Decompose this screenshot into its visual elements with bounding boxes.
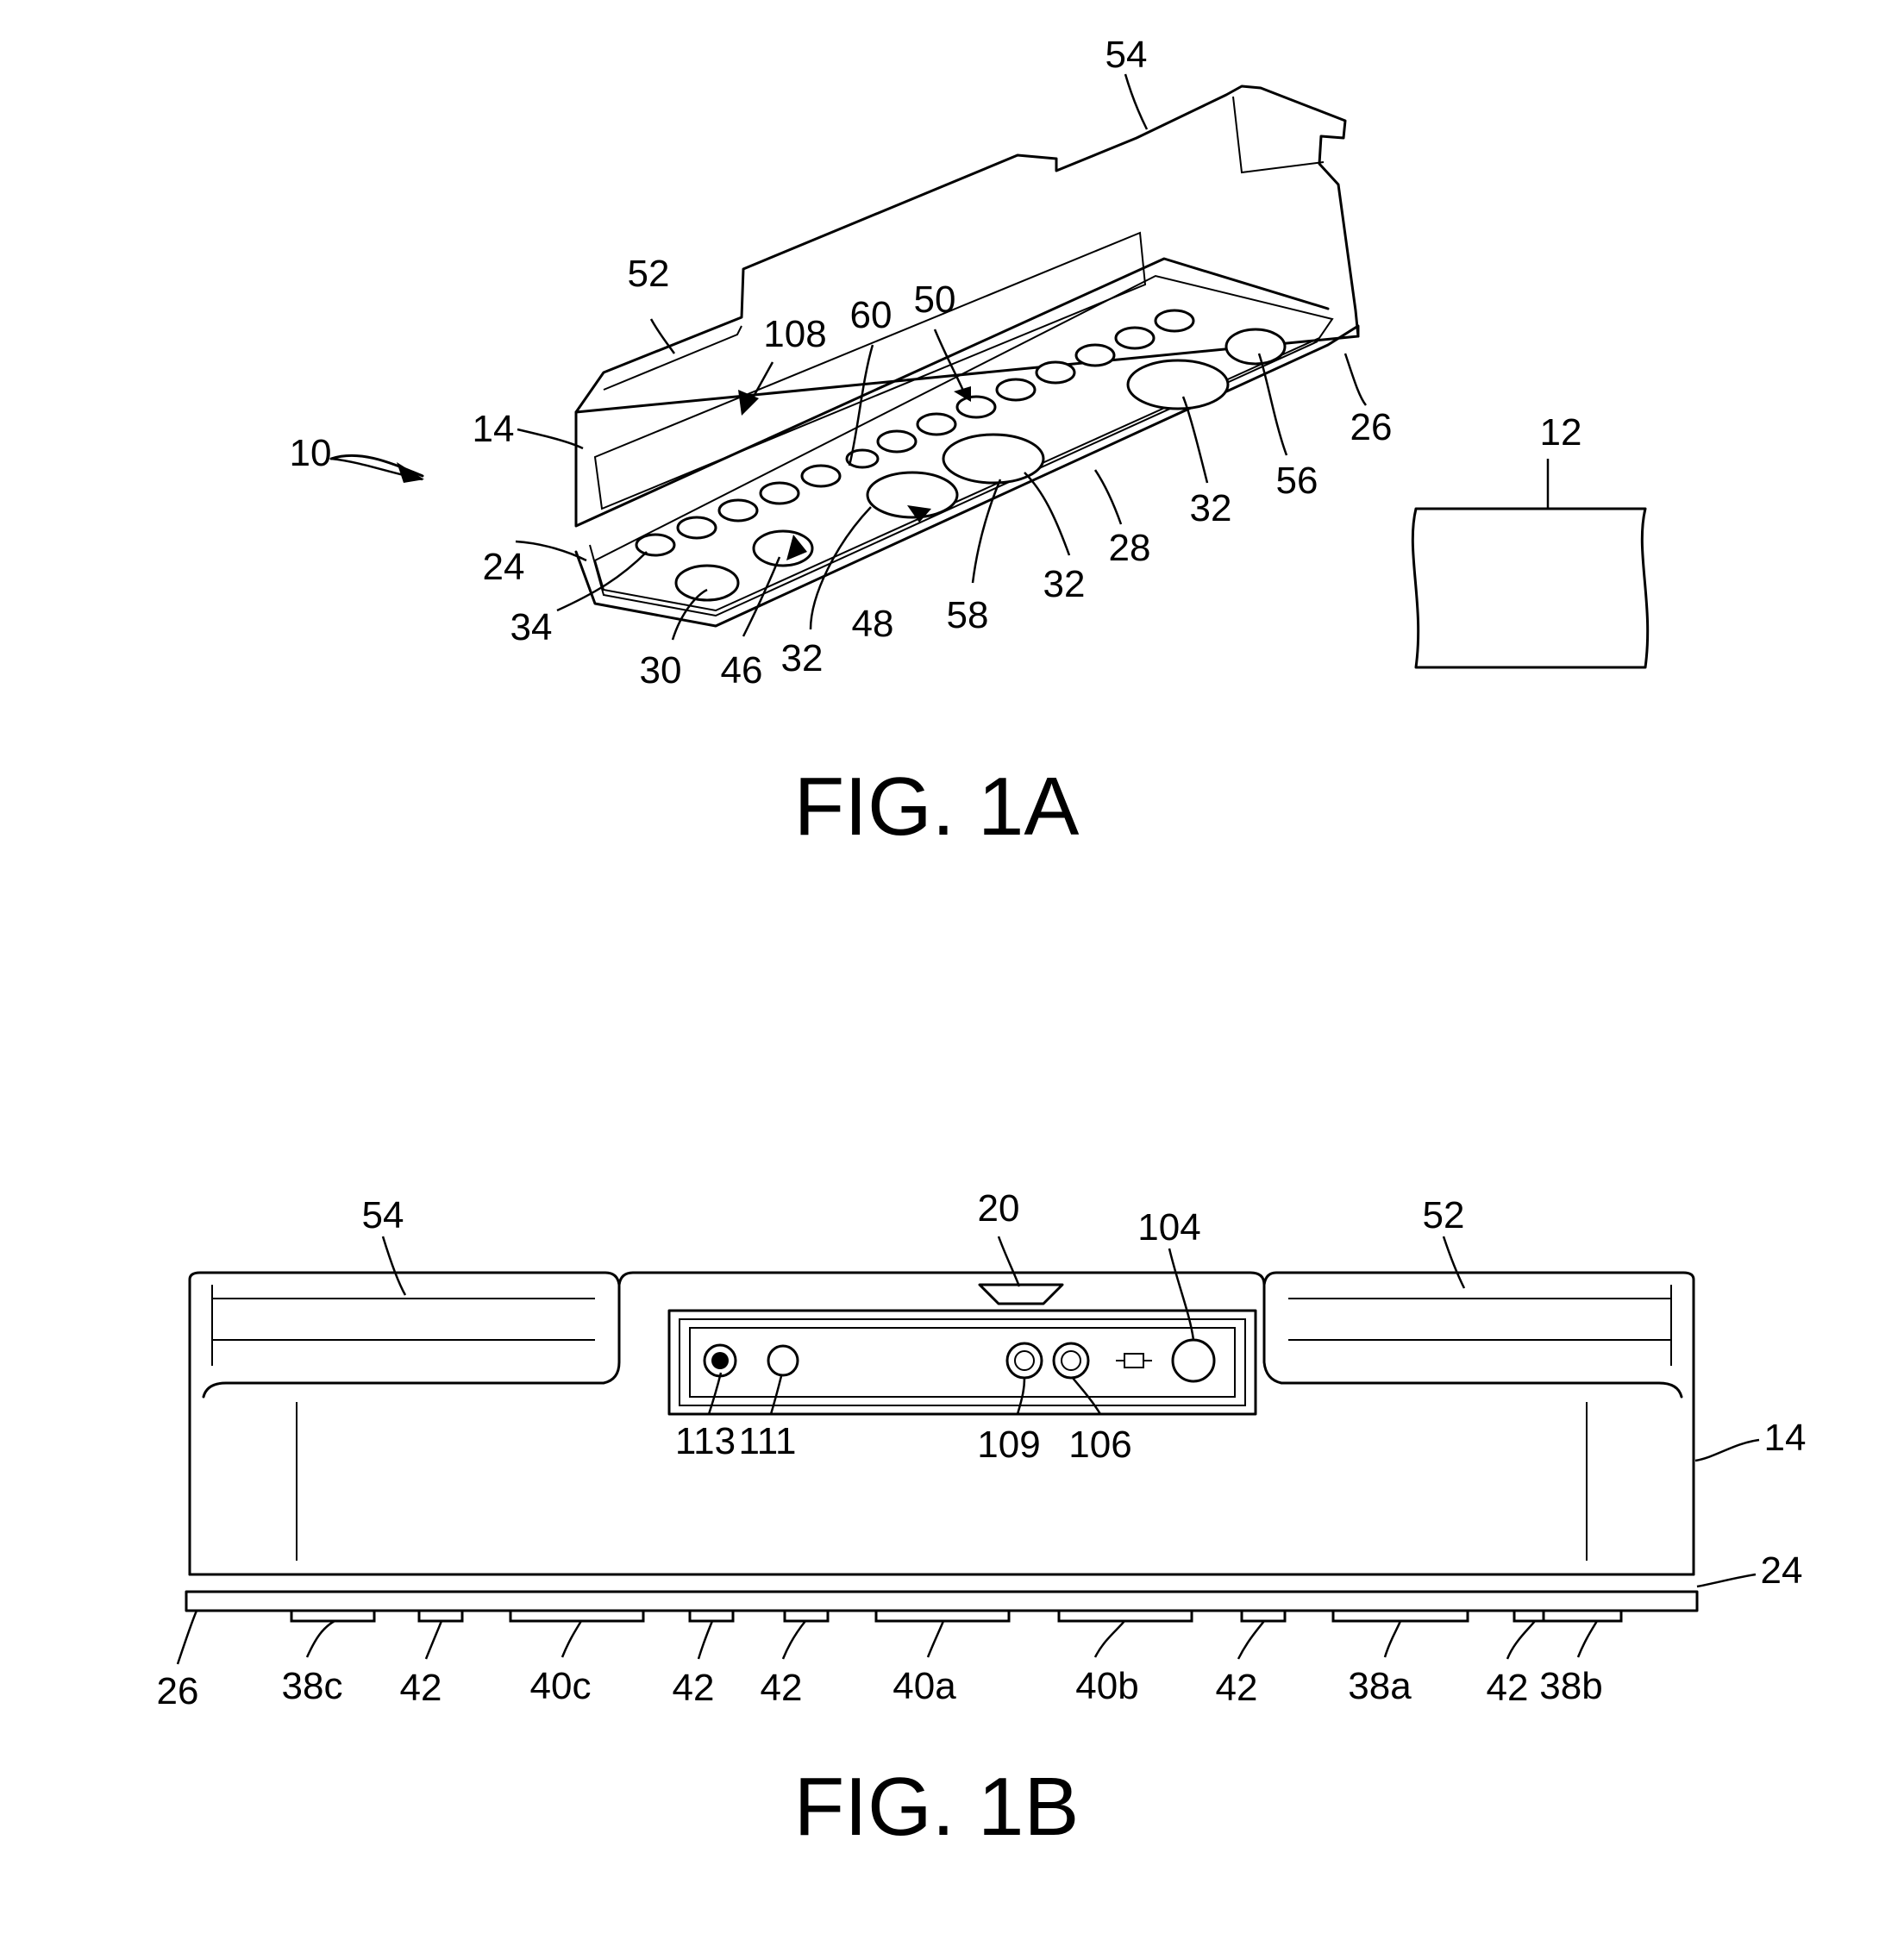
bottom-ports (291, 1611, 1621, 1621)
figure-caption: FIG. 1A (794, 760, 1080, 853)
ref-label: 52 (628, 253, 670, 295)
ref-label: 24 (1761, 1549, 1803, 1592)
ref-label: 46 (721, 649, 763, 692)
arrow-10-head (397, 462, 424, 483)
fig-1b-side-labels: 14 24 (1761, 1417, 1807, 1592)
port-38c (291, 1611, 374, 1621)
ref-label: 48 (852, 603, 894, 645)
port-40c (510, 1611, 643, 1621)
ref-label: 40b (1075, 1665, 1138, 1707)
ref-label: 60 (850, 294, 892, 336)
ref-label: 42 (761, 1667, 803, 1709)
ref-label: 14 (473, 408, 515, 450)
connector-109 (1007, 1343, 1042, 1378)
fig-1b-leader-lines (178, 1236, 1759, 1664)
port-42 (419, 1611, 462, 1621)
ref-label: 50 (914, 279, 956, 321)
ref-label: 111 (739, 1420, 797, 1462)
port-42 (1242, 1611, 1285, 1621)
port-42 (690, 1611, 733, 1621)
ref-label: 52 (1423, 1194, 1465, 1236)
ref-label: 38c (282, 1665, 343, 1707)
handle-notch (980, 1285, 1062, 1304)
connector-113-core (711, 1352, 729, 1369)
ref-label: 108 (763, 313, 826, 355)
ref-label: 32 (1190, 487, 1232, 529)
housing-top-edge (619, 1273, 1264, 1285)
ref-label: 20 (978, 1187, 1020, 1230)
indicator-111 (768, 1346, 798, 1375)
top-panel-lines (212, 1285, 1671, 1366)
connector-106 (1054, 1343, 1088, 1378)
ref-label: 42 (1487, 1667, 1529, 1709)
ref-label: 109 (977, 1424, 1040, 1466)
panel-connectors (705, 1340, 1214, 1381)
ref-label: 42 (400, 1667, 442, 1709)
ref-label: 40a (892, 1665, 956, 1707)
fuse-symbol-icon (1124, 1354, 1143, 1368)
port-38a (1333, 1611, 1468, 1621)
ref-label: 38b (1539, 1665, 1602, 1707)
ref-label: 10 (290, 432, 332, 474)
ref-label: 24 (483, 546, 525, 588)
ref-label: 113 (675, 1420, 736, 1462)
ref-label: 58 (947, 594, 989, 636)
fig-1b-panel-labels: 113 111 109 106 (675, 1420, 1132, 1466)
ref-label: 42 (673, 1667, 715, 1709)
fig-1b-bottom-labels: 26 38c 42 40c 42 42 40a 40b 42 38a 42 38… (157, 1665, 1603, 1712)
connector-panel-face (690, 1328, 1235, 1397)
ref-label: 12 (1540, 411, 1582, 454)
ref-label: 42 (1216, 1667, 1258, 1709)
fig-1b-top-labels: 54 20 104 52 (362, 1187, 1465, 1249)
housing-front-view (190, 1273, 1694, 1574)
connector-panel (669, 1311, 1256, 1414)
connector-panel-inner (680, 1319, 1245, 1405)
ridge-52 (604, 326, 742, 390)
ref-label: 54 (1105, 34, 1148, 76)
fig-1b: 54 20 104 52 113 111 109 106 14 24 26 38… (157, 1187, 1807, 1853)
connector-104 (1173, 1340, 1214, 1381)
ref-label: 54 (362, 1194, 404, 1236)
bottom-rim (186, 1592, 1697, 1611)
ref-label: 32 (1043, 563, 1086, 605)
ref-label: 28 (1109, 527, 1151, 569)
component-12 (1412, 509, 1647, 667)
ref-label: 56 (1276, 460, 1318, 502)
port-38b (1544, 1611, 1621, 1621)
port-40b (1059, 1611, 1192, 1621)
ref-label: 104 (1137, 1206, 1200, 1249)
ref-label: 106 (1068, 1424, 1131, 1466)
port-40a (876, 1611, 1009, 1621)
ref-label: 30 (640, 649, 682, 692)
figure-caption: FIG. 1B (794, 1761, 1080, 1853)
ref-label: 34 (510, 606, 553, 648)
ref-label: 38a (1348, 1665, 1412, 1707)
fig-1a: 54 52 108 60 50 14 10 26 12 24 28 32 56 … (290, 34, 1648, 853)
ref-label: 14 (1764, 1417, 1807, 1459)
ref-label: 26 (1350, 406, 1393, 448)
housing-back-wall (576, 86, 1358, 412)
ref-label: 26 (157, 1670, 199, 1712)
port-42 (785, 1611, 828, 1621)
inner-vertical-lines (297, 1402, 1587, 1561)
ref-label: 40c (530, 1665, 592, 1707)
